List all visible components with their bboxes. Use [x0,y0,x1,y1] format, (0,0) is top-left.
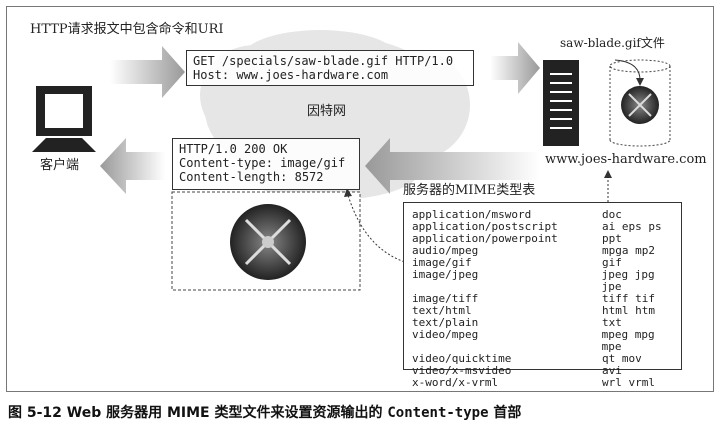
file-pointer-arrow [614,59,641,81]
client-label: 客户端 [40,158,80,173]
mime-type: application/postscript [412,220,558,233]
content-type-header: Content-type: image/gif [179,156,346,170]
mime-row: text/html html htm [404,305,681,317]
mime-extensions: jpeg jpg jpe [601,268,655,293]
request-caption: HTTP请求报文中包含命令和URI [30,22,224,37]
mime-extensions: qt mov [602,352,642,365]
mime-type: application/powerpoint [412,232,558,245]
mime-row: image/gif gif [404,257,681,269]
mime-extensions: gif [602,256,622,269]
mime-row: application/msword doc [404,209,681,221]
internet-label: 因特网 [307,104,347,119]
mime-type: image/gif [412,256,472,269]
mime-extensions: mpeg mpg mpe [601,328,655,353]
mime-extensions: avi [602,364,622,377]
mime-row: text/plain txt [404,317,681,329]
server-icon [543,60,579,146]
mime-row: video/mpeg mpeg mpg mpe [404,329,681,353]
mime-row: audio/mpeg mpga mp2 [404,245,681,257]
mime-extensions: mpga mp2 [602,244,655,257]
mime-extensions: html htm [602,304,655,317]
mime-type: image/tiff [412,292,479,305]
mime-row: x-word/x-vrml wrl vrml [404,377,681,389]
mime-extensions: ppt [602,232,622,245]
mime-type: image/jpeg [412,268,479,281]
mime-extensions: ai eps ps [602,220,662,233]
mime-type: application/msword [412,208,532,221]
diagram-frame [6,6,714,392]
file-cylinder [609,59,671,147]
caption-text: 图 5-12 Web 服务器用 MIME 类型文件来设置资源输出的 [8,405,388,421]
request-arrow-right [490,42,540,94]
caption-suffix: 首部 [488,405,522,421]
mime-row: video/x-msvideo avi [404,365,681,377]
mime-extensions: doc [602,208,622,221]
mime-type: text/plain [412,316,479,329]
status-line: HTTP/1.0 200 OK [179,142,288,156]
mime-extensions: tiff tif [602,292,655,305]
mime-type: video/mpeg [412,328,479,341]
mime-extensions: wrl vrml [602,376,655,389]
mime-row: application/powerpoint ppt [404,233,681,245]
response-arrow-server [365,138,540,194]
mime-type: text/html [412,304,472,317]
request-arrow-left [110,46,185,98]
file-label: saw-blade.gif文件 [560,36,665,50]
content-length-header: Content-length: 8572 [179,170,324,184]
mime-row: image/tiff tiff tif [404,293,681,305]
client-computer-icon [32,86,96,152]
mime-row: image/jpeg jpeg jpg jpe [404,269,681,293]
server-host-label: www.joes-hardware.com [545,152,707,167]
mime-type: audio/mpeg [412,244,479,257]
figure-caption: 图 5-12 Web 服务器用 MIME 类型文件来设置资源输出的 Conten… [8,402,521,422]
caption-code: Content-type [387,405,489,421]
request-host-header: Host: www.joes-hardware.com [193,68,389,82]
mime-to-contenttype-pointer [347,194,409,264]
saw-blade-icon-response [230,204,306,280]
saw-blade-icon-server [621,86,659,124]
response-arrow-client [100,138,165,194]
mime-type: video/x-msvideo [412,364,512,377]
mime-extensions: txt [602,316,622,329]
mime-type: x-word/x-vrml [412,376,499,389]
mime-table-title: 服务器的MIME类型表 [403,183,536,198]
request-line: GET /specials/saw-blade.gif HTTP/1.0 [193,54,454,68]
mime-row: video/quicktime qt mov [404,353,681,365]
mime-row: application/postscript ai eps ps [404,221,681,233]
mime-type: video/quicktime [412,352,512,365]
